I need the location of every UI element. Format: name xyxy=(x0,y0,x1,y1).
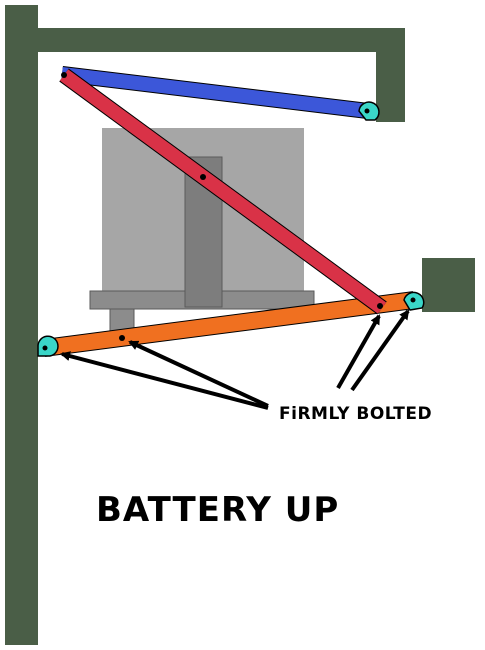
pivot-right xyxy=(403,291,425,311)
arrow-to-left-pivot xyxy=(60,351,269,410)
frame-top-beam xyxy=(5,28,405,52)
bolt-lower-link xyxy=(119,335,125,341)
battery-tray-foot xyxy=(109,308,135,332)
arrow-to-right-pivot xyxy=(350,309,410,392)
top-link xyxy=(61,67,369,118)
arrow-to-lower-link-bolt xyxy=(128,340,269,408)
frame-vertical-post xyxy=(5,5,38,645)
frame-top-right-drop xyxy=(376,28,405,122)
lower-link xyxy=(42,292,416,356)
pivot-top-right xyxy=(358,101,380,121)
frame-right-block xyxy=(422,258,475,312)
battery-up-caption: BATTERY UP xyxy=(96,490,339,530)
arrow-to-diagonal-end xyxy=(336,314,381,389)
firmly-bolted-label: FiRMLY BOLTED xyxy=(279,404,432,424)
bolt-diagonal-center xyxy=(200,174,206,180)
bolt-top-left xyxy=(61,72,67,78)
bolt-diagonal-end xyxy=(377,303,383,309)
pivot-left xyxy=(37,335,59,357)
diagonal-link xyxy=(59,69,387,314)
